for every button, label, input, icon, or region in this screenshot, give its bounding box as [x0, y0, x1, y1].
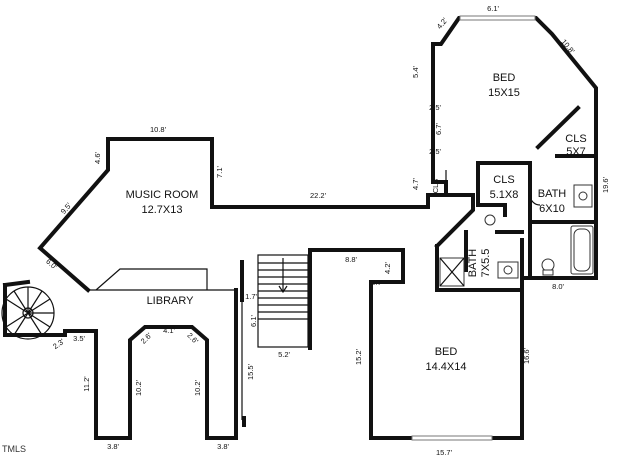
dim-label: 10.2'	[193, 379, 202, 396]
bath-diagonal-wall	[434, 193, 475, 249]
dim-label: 8.8'	[345, 255, 357, 264]
dim-label: 6.1'	[249, 315, 258, 327]
partitions	[240, 105, 598, 427]
bath-small-walls	[435, 244, 524, 292]
room-size-cls-upper: 5X7	[566, 146, 586, 158]
dim-label: 3.8'	[107, 442, 119, 451]
walls	[2, 16, 598, 440]
toilet-main	[541, 258, 555, 272]
dim-label: 11.2'	[82, 376, 91, 392]
dim-label: 6.0'	[44, 257, 59, 272]
spiral-staircase	[1, 286, 55, 340]
stair-direction-arrow	[278, 285, 288, 294]
room-name-music-room: MUSIC ROOM	[126, 189, 199, 201]
room-size-bed-lower: 14.4X14	[426, 361, 467, 373]
dim-label: 4.2'	[383, 262, 392, 274]
room-name-bath-small: BATH	[467, 249, 479, 278]
dim-label: 19.6'	[601, 176, 610, 193]
room-labels: BED 15X15 CLS 5X7 MUSIC ROOM 12.7X13 CLS…	[126, 72, 587, 373]
music-room-walls	[37, 137, 214, 293]
room-name-cls-mid: CLS	[493, 174, 514, 186]
straight-staircase	[257, 254, 309, 348]
dim-label: 5.2'	[278, 350, 290, 359]
toilet-small	[484, 214, 496, 226]
room-size-bed-upper: 15X15	[488, 87, 520, 99]
dim-label: 6.1'	[487, 4, 499, 13]
dim-label: 1.7'	[245, 292, 257, 301]
dimension-labels: 6.1' 4.2' 10.8' 5.4' 2.5' 6.7' 2.5' 4.7'…	[44, 4, 610, 457]
dim-label: 2.5'	[429, 103, 441, 112]
dim-label: 10.2'	[134, 379, 143, 396]
dim-label: 15.2'	[354, 348, 363, 365]
room-size-bath-main: 6X10	[539, 203, 565, 215]
window-top	[459, 15, 536, 21]
dim-label: 3.5'	[73, 334, 85, 343]
library-walls	[3, 283, 238, 440]
dim-label: 4.6'	[93, 152, 102, 164]
cls-mid-wall	[476, 161, 532, 280]
dim-label: 8.0'	[552, 282, 564, 291]
dim-label: 15.7'	[436, 448, 453, 457]
window-bottom	[411, 435, 493, 441]
room-size-bath-small: 7X5.5	[480, 249, 492, 278]
window-diag	[552, 34, 567, 52]
library-railing	[95, 268, 208, 291]
dim-label: 4.1'	[163, 326, 175, 335]
bath-door-arc	[529, 194, 541, 206]
dim-label: 10.8'	[150, 125, 167, 134]
room-name-library: LIBRARY	[147, 295, 195, 307]
dim-label: 4.2'	[435, 16, 450, 31]
room-name-bed-upper: BED	[493, 72, 516, 84]
dim-label: 3.8'	[217, 442, 229, 451]
dim-label: 22.2'	[310, 191, 327, 200]
dim-label: 5.4'	[411, 66, 420, 78]
upper-bedroom-walls	[210, 16, 598, 280]
cls-mid-bottom	[476, 161, 507, 217]
dim-label: 4.7'	[411, 178, 420, 190]
dim-label: 2.5'	[429, 147, 441, 156]
room-name-bed-lower: BED	[435, 346, 458, 358]
dim-label: 15.5'	[246, 363, 255, 380]
room-name-cls-small: CLS	[431, 179, 440, 194]
details	[1, 15, 567, 441]
closet-upper-wall	[535, 105, 581, 150]
watermark: TMLS	[2, 444, 26, 454]
dim-label: 16.6'	[522, 347, 531, 364]
room-size-music-room: 12.7X13	[142, 204, 183, 216]
room-name-cls-upper: CLS	[565, 133, 586, 145]
dim-label: 6.7'	[434, 123, 443, 135]
dim-label: 2.3'	[51, 337, 66, 351]
room-size-cls-mid: 5.1X8	[490, 189, 519, 201]
dim-label: 7.1'	[215, 166, 224, 178]
dim-label: 2.7'	[371, 278, 383, 287]
fixtures	[439, 184, 594, 287]
spiral-stair-wall	[2, 279, 31, 288]
room-name-bath-main: BATH	[538, 188, 567, 200]
lower-bedroom-walls	[308, 238, 524, 440]
